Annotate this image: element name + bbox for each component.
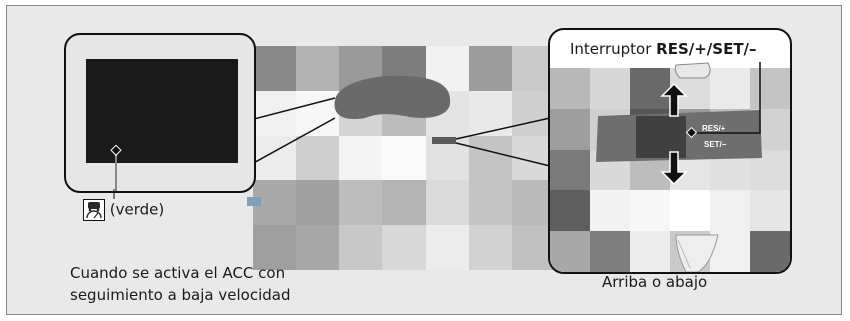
left-callout-leader: [249, 97, 336, 121]
set-button-label: SET/−: [704, 140, 727, 149]
wheel-switch-mark: [432, 137, 456, 144]
acc-low-speed-follow-icon: [83, 199, 105, 221]
switch-title-bold: RES/+/SET/–: [656, 40, 757, 58]
right-callout-leader-bottom: [455, 142, 551, 167]
down-arrow-icon: [660, 151, 688, 186]
mosaic-icon-mark: [247, 197, 261, 206]
switch-mosaic: [550, 68, 790, 272]
switch-callout: RES/+ SET/− Interruptor RES/+/SET/–: [548, 28, 792, 274]
switch-leader: [692, 62, 761, 134]
up-arrow-icon: [660, 82, 688, 117]
switch-title-prefix: Interruptor: [570, 40, 657, 58]
switch-illustration: RES/+ SET/−: [596, 62, 762, 272]
switch-title: Interruptor RES/+/SET/–: [570, 40, 757, 58]
display-callout: [64, 33, 256, 193]
indicator-label: (verde): [83, 199, 164, 221]
steering-hub-shape: [334, 75, 451, 120]
indicator-color-text: (verde): [109, 200, 165, 219]
res-button-label: RES/+: [702, 124, 726, 133]
instrument-display: [86, 59, 238, 163]
caption-right: Arriba o abajo: [602, 273, 708, 291]
caption-left: Cuando se activa el ACC con seguimiento …: [70, 262, 290, 306]
caption-left-line-1: Cuando se activa el ACC con: [70, 264, 286, 282]
right-callout-leader-top: [455, 117, 551, 140]
left-callout-leader-2: [249, 117, 336, 166]
caption-left-line-2: seguimiento a baja velocidad: [70, 286, 291, 304]
indicator-pointer: [110, 144, 122, 191]
